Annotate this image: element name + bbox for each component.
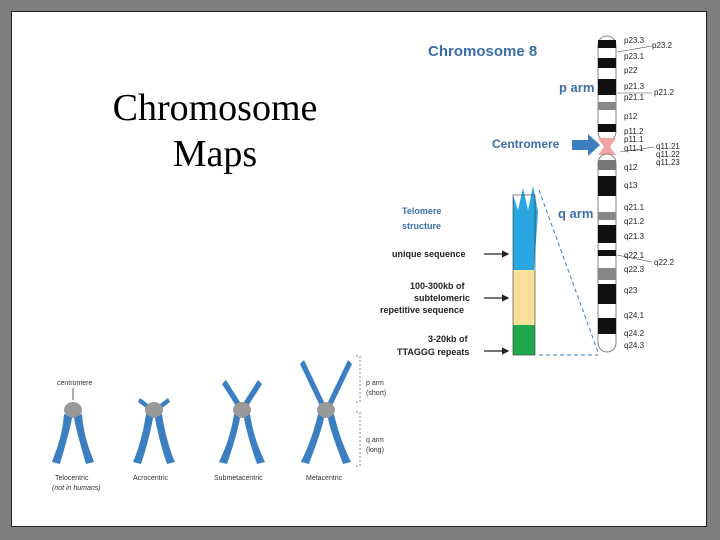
band-label: p23.2 [652,41,673,50]
band-label: p11.1 [624,135,644,144]
metacentric-chromosome [300,360,352,464]
centromere-label: Centromere [492,137,560,151]
band-label: q11.23 [656,158,680,167]
centromere-small-label: centromere [57,380,93,387]
band-label: q12 [624,163,638,172]
subtelomeric-label-line-2: subtelomeric [414,293,470,303]
q-arm-small-label-1: q arm [366,437,384,444]
unique-sequence-segment [513,186,538,270]
band-label: q21.1 [624,203,645,212]
telomere-title-line-1: Telomere [402,206,441,216]
p-arm-small-label-2: (short) [366,390,386,397]
q-arm-label: q arm [558,206,593,221]
p-arm-small-label-1: p arm [366,380,384,387]
band-label: p21.1 [624,93,645,102]
band-label: q24.3 [624,341,645,350]
acrocentric-label: Acrocentric [133,475,169,482]
q-arm-small-label-2: (long) [366,447,384,454]
submetacentric-chromosome [219,380,265,464]
unique-sequence-label: unique sequence [392,249,466,259]
band-label: q11.1 [624,144,644,153]
subtelomeric-label-line-3: repetitive sequence [380,305,464,315]
repeats-segment [513,325,535,355]
chromosome-types: centromere [52,356,386,492]
band-label: q22.2 [654,258,675,267]
telocentric-chromosome [52,402,94,464]
band-label: p22 [624,66,638,75]
telomere-title-line-2: structure [402,221,441,231]
band-label: q24.1 [624,311,645,320]
band-label: q13 [624,181,638,190]
metacentric-label: Metacentric [306,475,343,482]
subtelomeric-segment [513,270,535,325]
chromosome-title: Chromosome 8 [428,43,537,60]
telocentric-label: Telocentric [55,475,89,482]
band-label: p21.3 [624,82,645,91]
centromere-arrow [572,134,600,156]
repeats-label-line-2: TTAGGG repeats [397,347,469,357]
band-label: p23.3 [624,36,645,45]
repeats-label-line-1: 3-20kb of [428,334,469,344]
p-arm-label: p arm [559,80,594,95]
band-label: q23 [624,286,638,295]
acrocentric-chromosome [133,398,175,464]
band-label: p21.2 [654,88,675,97]
subtelomeric-label-line-1: 100-300kb of [410,281,466,291]
band-labels-left: p23.3 p23.1 p22 p21.3 p21.1 p12 p11.2 p1… [624,36,645,350]
band-label: q21.3 [624,232,645,241]
band-label: q22.3 [624,265,645,274]
chromosome-ideogram [598,36,616,352]
band-label: p23.1 [624,52,645,61]
band-label: p12 [624,112,638,121]
band-label: q24.2 [624,329,645,338]
band-label: q21.2 [624,217,645,226]
submetacentric-label: Submetacentric [214,475,263,482]
telocentric-note: (not in humans) [52,485,101,492]
